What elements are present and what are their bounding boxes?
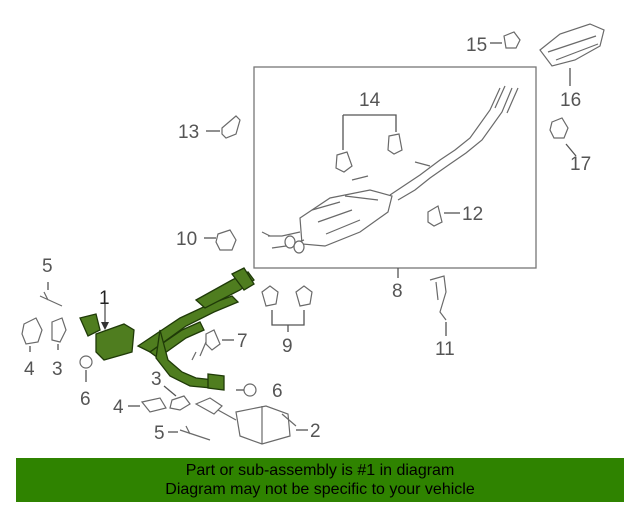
callout-10: 10 [176, 229, 197, 250]
gasket-3b [169, 395, 191, 411]
bracket-7 [205, 329, 221, 351]
callout-5b: 5 [154, 423, 165, 444]
gasket-4b [140, 397, 167, 413]
banner-line-1: Part or sub-assembly is #1 in diagram [185, 462, 455, 479]
callout-6b: 6 [272, 381, 283, 402]
catalytic-converter-highlight [95, 323, 135, 361]
callout-11: 11 [435, 339, 455, 360]
muffler-assembly-box [253, 66, 537, 269]
clamp-15 [503, 31, 521, 49]
clamp-17 [549, 117, 569, 139]
callout-5a: 5 [42, 256, 53, 277]
callout-12: 12 [462, 204, 483, 225]
stud-5b [179, 425, 211, 441]
hanger-9b [295, 285, 313, 307]
callout-8: 8 [392, 281, 403, 302]
muffler-tailpipe-assembly [261, 85, 519, 254]
callout-3a: 3 [52, 359, 63, 380]
info-banner: Part or sub-assembly is #1 in diagram Di… [16, 458, 624, 502]
parts-diagram: 1 2 3 3 4 4 5 5 6 6 7 8 9 10 11 12 13 14… [21, 23, 605, 445]
callout-3b: 3 [151, 369, 162, 390]
stud-5a [39, 291, 63, 307]
callout-1: 1 [99, 288, 110, 309]
banner-line-2: Diagram may not be specific to your vehi… [165, 481, 475, 498]
callout-14: 14 [359, 90, 381, 111]
callout-9: 9 [282, 336, 293, 357]
hanger-9a [261, 285, 279, 307]
callout-17: 17 [570, 154, 591, 175]
callout-6a: 6 [80, 389, 91, 410]
nut-6b [243, 383, 257, 397]
callout-4b: 4 [113, 397, 124, 418]
resonator-16 [539, 23, 605, 67]
bracket-13 [221, 115, 241, 139]
nut-6a [79, 355, 93, 369]
gasket-4a [21, 317, 43, 345]
callout-2: 2 [310, 421, 321, 442]
callout-16: 16 [560, 90, 581, 111]
front-pipe-assembly-highlight [79, 267, 255, 391]
bracket-11 [429, 275, 447, 321]
callout-7: 7 [237, 331, 248, 352]
hanger-brackets [335, 114, 403, 173]
callout-15: 15 [466, 35, 487, 56]
catalytic-converter-2 [194, 397, 297, 445]
bracket-12 [427, 205, 443, 227]
gasket-3a [51, 317, 67, 343]
isolator-10 [215, 229, 237, 251]
muffler [299, 189, 393, 247]
callout-13: 13 [178, 122, 199, 143]
callout-4a: 4 [24, 359, 35, 380]
